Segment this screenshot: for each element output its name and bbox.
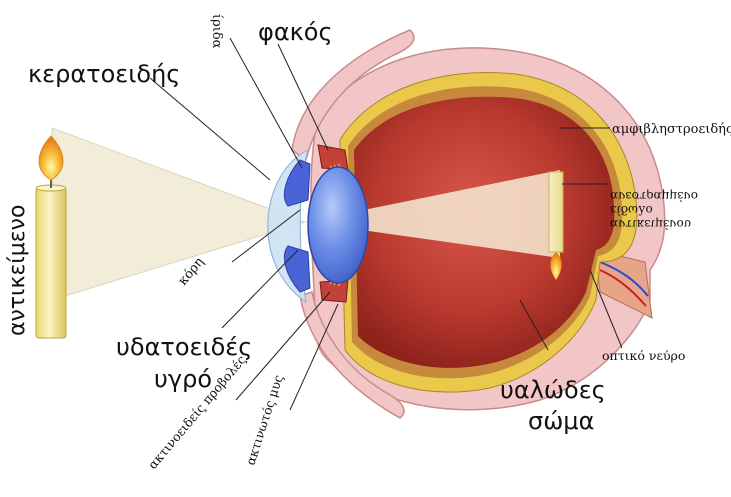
label-aqueous-line1: υδατοειδές [116,333,252,361]
candle-body [36,188,66,338]
inverted-image [549,172,563,252]
label-ciliary-muscle: ακτινωτός μυς [243,373,286,467]
label-cornea: κερατοειδής [28,60,180,88]
candle [36,136,66,338]
label-iris: ίριδα [209,14,224,49]
lens [308,167,368,283]
label-inverted-image-line2: είδωλο [610,203,653,217]
label-aqueous-line2: υγρό [154,365,212,393]
label-vitreous-line1: υαλώδες [500,376,606,404]
label-object: αντικείμενο [5,205,30,336]
label-optic-nerve: οπτικό νεύρο [602,348,685,363]
label-inverted-image-line1: ανεστραμμένο [610,189,698,203]
label-lens: φακός [258,18,333,46]
label-retina: αμφιβληστροειδής [612,122,731,137]
label-vitreous-line2: σώμα [528,407,594,435]
label-inverted-image-line3: αντικειμένου [610,217,691,231]
